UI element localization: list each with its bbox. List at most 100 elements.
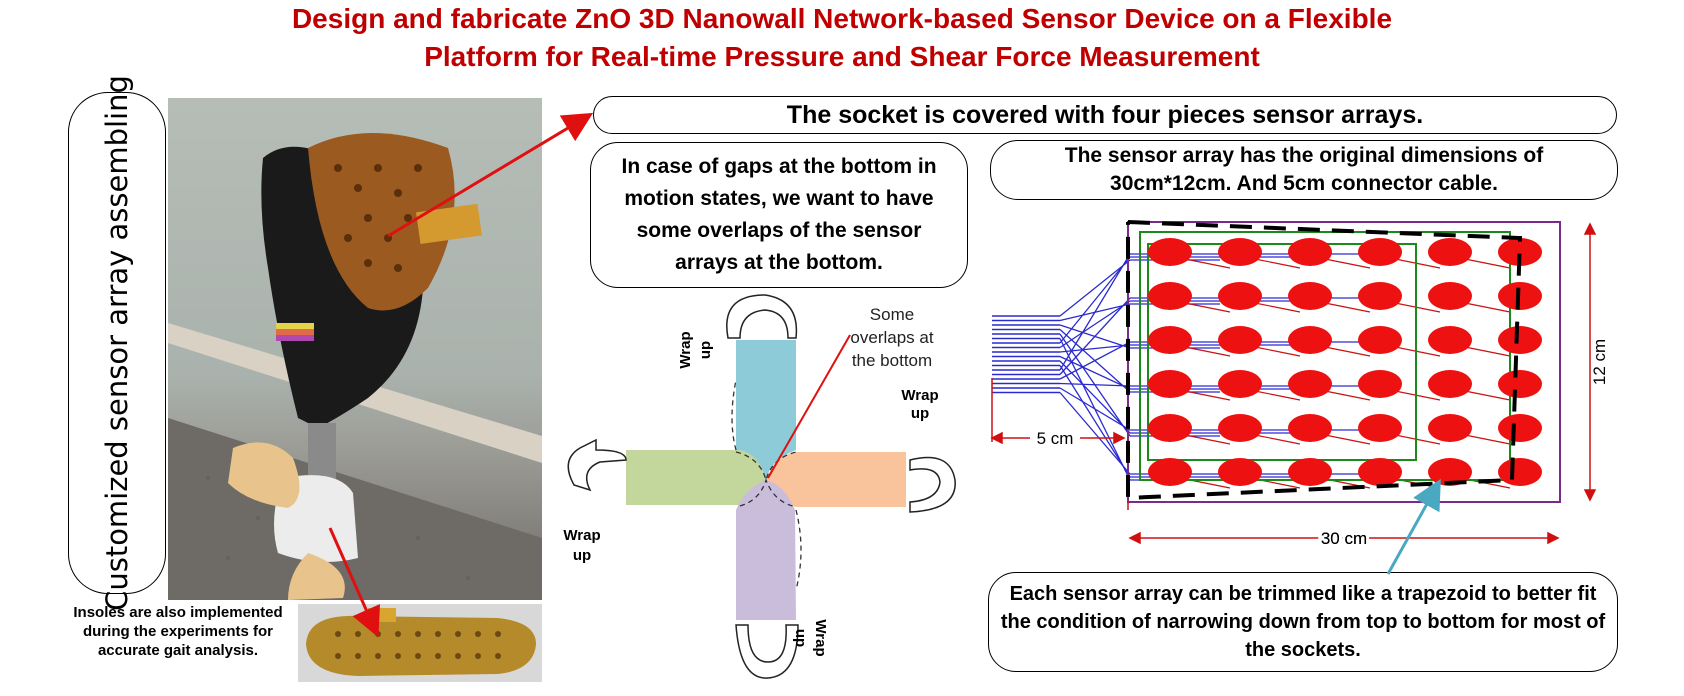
wrap-arrow-bottom	[735, 624, 799, 679]
trace-group	[992, 231, 1511, 489]
trim-note-text: Each sensor array can be trimmed like a …	[1000, 583, 1606, 661]
insole-illustration	[298, 604, 542, 682]
sensor-pad	[1498, 414, 1542, 442]
dim-cable-label-bg	[1030, 428, 1080, 448]
dimensions-note-line1: The sensor array has the original dimens…	[1064, 144, 1544, 167]
sensor-piece-right	[766, 452, 906, 507]
page-title-line2: Platform for Real-time Pressure and Shea…	[424, 41, 1260, 72]
dimensions-note: The sensor array has the original dimens…	[990, 140, 1618, 200]
sensor-pad	[1148, 282, 1192, 310]
ground-line	[1139, 231, 1511, 481]
insole-photo	[298, 604, 542, 682]
sensor-grid	[1148, 238, 1542, 486]
sensor-pad	[1428, 282, 1472, 310]
sensor-pad	[1358, 458, 1402, 486]
dim-height-label: 12 cm	[1590, 339, 1609, 385]
sensor-pad	[1428, 326, 1472, 354]
piece-bottom-fill	[736, 480, 796, 620]
sensor-array-diagram: 30 cm 30 cm 12 cm 5 cm	[990, 220, 1609, 551]
sensor-pad	[1288, 282, 1332, 310]
sensor-piece-top	[736, 340, 796, 480]
sensor-pad	[1498, 458, 1542, 486]
sensor-pad	[1358, 282, 1402, 310]
sensor-pad	[1288, 458, 1332, 486]
sensor-pad	[1288, 370, 1332, 398]
sensor-pad	[1428, 414, 1472, 442]
piece-right-fill	[766, 452, 906, 507]
socket-note-text: The socket is covered with four pieces s…	[786, 100, 1424, 129]
wrap-label-left-2: up	[573, 547, 591, 564]
sensor-pad	[1498, 238, 1542, 266]
sensor-pad	[1148, 326, 1192, 354]
overlap-outline-bottom	[739, 477, 797, 508]
overlap-pointer-line	[767, 334, 851, 479]
overlap-outline-left	[731, 379, 737, 451]
sensor-pad	[1498, 326, 1542, 354]
sensor-pad	[1218, 238, 1262, 266]
overlap-note-line3: the bottom	[852, 351, 932, 370]
sensor-pad	[1358, 370, 1402, 398]
sensor-pad	[1148, 370, 1192, 398]
gaps-note-text: In case of gaps at the bottom in motion …	[621, 155, 937, 274]
wrap-arrows	[567, 294, 956, 679]
socket-note: The socket is covered with four pieces s…	[593, 96, 1617, 134]
side-label: Customized sensor array assembling	[100, 75, 134, 611]
array-frame	[1127, 221, 1561, 503]
trim-note: Each sensor array can be trimmed like a …	[988, 572, 1618, 672]
overlap-outline-top	[735, 451, 797, 483]
sensor-trace	[1059, 392, 1360, 475]
sensor-pad	[1358, 326, 1402, 354]
prosthesis-photo	[168, 98, 542, 600]
wrap-arrow-right	[909, 456, 956, 513]
prosthesis-illustration	[168, 133, 542, 600]
sensor-pad	[1148, 238, 1192, 266]
sensor-pad	[1498, 370, 1542, 398]
wrap-label-bottom-2: up	[792, 629, 809, 647]
gaps-note: In case of gaps at the bottom in motion …	[590, 142, 968, 288]
sensor-pad	[1218, 458, 1262, 486]
sensor-pad	[1148, 458, 1192, 486]
wrap-diagram: Wrap up Wrap up Wrap up Wrap up Some ove…	[563, 294, 956, 679]
wrap-arrow-left	[567, 438, 627, 492]
wrap-label-top-1: Wrap	[677, 331, 694, 368]
sensor-pad	[1288, 414, 1332, 442]
overlap-note-line2: overlaps at	[850, 328, 933, 347]
dim-cable-arrow-left	[990, 431, 1003, 445]
sensor-pad	[1288, 326, 1332, 354]
wrap-label-left-1: Wrap	[563, 527, 600, 544]
sensor-pad	[1218, 282, 1262, 310]
insole-caption: Insoles are also implemented during the …	[73, 604, 283, 659]
dim-height-arrow-top	[1583, 222, 1597, 235]
sensor-piece-left	[626, 450, 766, 505]
dim-width-arrow-left	[1128, 531, 1141, 545]
sensor-pad	[1148, 414, 1192, 442]
sensor-pad	[1358, 414, 1402, 442]
ground-line	[1147, 243, 1417, 461]
sensor-pad	[1218, 370, 1262, 398]
wrap-label-bottom-1: Wrap	[812, 619, 829, 656]
sensor-pad	[1428, 370, 1472, 398]
dim-cable-label: 5 cm	[1037, 429, 1074, 448]
sensor-pad	[1428, 238, 1472, 266]
wrap-label-right-2: up	[911, 405, 929, 422]
piece-top-fill	[736, 340, 796, 480]
piece-left-fill	[626, 450, 766, 505]
overlap-outline-right	[795, 509, 802, 591]
dim-width-label: 30 cm	[1321, 529, 1367, 548]
dim-cable-arrow-right	[1113, 431, 1126, 445]
wrap-label-right-1: Wrap	[901, 387, 938, 404]
sensor-piece-bottom	[736, 480, 796, 620]
dim-width-arrow-right	[1547, 531, 1560, 545]
sensor-pad	[1358, 238, 1402, 266]
side-label-box: Customized sensor array assembling	[68, 75, 166, 611]
sensor-pad	[1288, 238, 1332, 266]
sensor-pad	[1218, 326, 1262, 354]
overlap-note-line1: Some	[870, 305, 914, 324]
page-title-line1: Design and fabricate ZnO 3D Nanowall Net…	[291, 3, 1393, 34]
dim-height-arrow-bottom	[1583, 489, 1597, 502]
sensor-trace	[1059, 387, 1360, 431]
dim-width-label-text: 30 cm	[1321, 529, 1367, 548]
sensor-pad	[1218, 414, 1262, 442]
wrap-arrow-top	[726, 294, 798, 339]
sensor-trace	[1059, 297, 1360, 375]
